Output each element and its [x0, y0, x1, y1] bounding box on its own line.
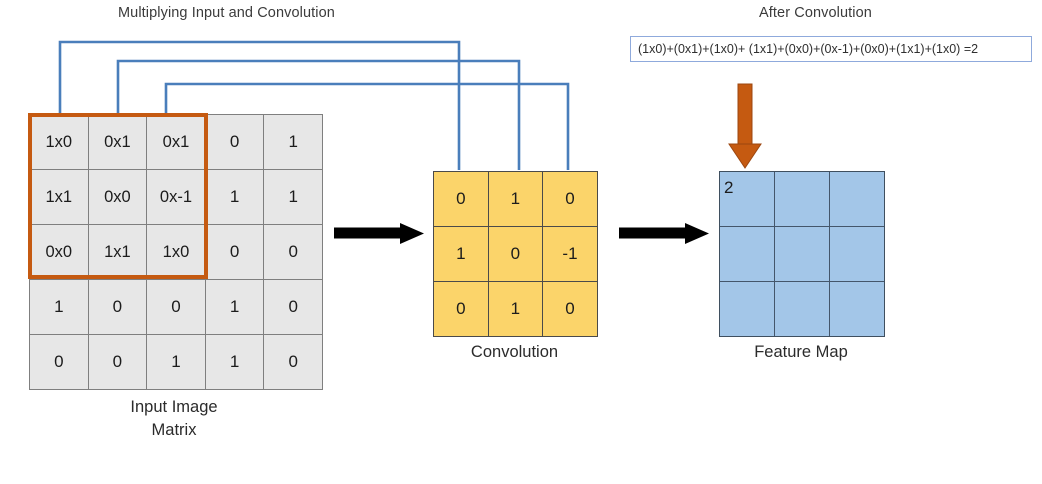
conv-cell-1-2: -1	[543, 227, 597, 281]
feature-cell-1-0	[720, 227, 774, 281]
input-cell-1-4: 1	[264, 170, 322, 224]
input-matrix-caption-line1: Input Image	[130, 398, 218, 416]
conv-cell-0-2: 0	[543, 172, 597, 226]
feature-map-caption: Feature Map	[754, 343, 848, 361]
input-cell-3-2: 0	[147, 280, 205, 334]
input-cell-1-0: 1x1	[30, 170, 88, 224]
input-cell-4-2: 1	[147, 335, 205, 389]
input-cell-2-4: 0	[264, 225, 322, 279]
feature-cell-0-1	[775, 172, 829, 226]
input-cell-3-4: 0	[264, 280, 322, 334]
connector-kernel-col2-to-input-cell-0-1	[116, 59, 521, 170]
conv-cell-2-1: 1	[488, 282, 543, 336]
result-down-arrow-icon	[728, 83, 762, 169]
flow-arrow-convolution-to-feature-map-icon	[619, 223, 709, 244]
feature-cell-0-0: 2	[720, 172, 774, 226]
input-cell-4-3: 1	[205, 335, 264, 389]
input-cell-4-4: 0	[264, 335, 322, 389]
input-cell-0-2: 0x1	[147, 115, 205, 169]
input-cell-2-0: 0x0	[30, 225, 88, 279]
input-cell-3-1: 0	[88, 280, 147, 334]
heading-multiplying-input-and-convolution: Multiplying Input and Convolution	[118, 5, 335, 21]
heading-after-convolution: After Convolution	[759, 5, 872, 21]
input-image-matrix: 1x0 0x1 0x1 0 1 1x1 0x0 0x-1 1 1 0x0 1x1…	[29, 114, 323, 390]
convolution-equation-text: (1x0)+(0x1)+(1x0)+ (1x1)+(0x0)+(0x-1)+(0…	[638, 42, 979, 56]
input-cell-4-1: 0	[88, 335, 147, 389]
input-cell-0-1: 0x1	[88, 115, 147, 169]
input-cell-1-3: 1	[205, 170, 264, 224]
conv-cell-1-1: 0	[488, 227, 543, 281]
conv-cell-2-2: 0	[543, 282, 597, 336]
convolution-equation-box: (1x0)+(0x1)+(1x0)+ (1x1)+(0x0)+(0x-1)+(0…	[630, 36, 1032, 62]
connector-kernel-col3-to-input-cell-0-2	[164, 82, 570, 170]
input-cell-0-4: 1	[264, 115, 322, 169]
feature-cell-0-2	[830, 172, 884, 226]
input-cell-0-0: 1x0	[30, 115, 88, 169]
input-matrix-caption-line2: Matrix	[151, 420, 197, 439]
feature-cell-1-1	[775, 227, 829, 281]
input-cell-3-0: 1	[30, 280, 88, 334]
input-cell-2-1: 1x1	[88, 225, 147, 279]
input-cell-1-1: 0x0	[88, 170, 147, 224]
feature-map-matrix: 2	[719, 171, 885, 337]
input-cell-1-2: 0x-1	[147, 170, 205, 224]
feature-cell-2-0	[720, 282, 774, 336]
input-cell-0-3: 0	[205, 115, 264, 169]
input-cell-4-0: 0	[30, 335, 88, 389]
conv-cell-2-0: 0	[434, 282, 488, 336]
input-matrix-caption: Input Image Matrix	[29, 396, 319, 442]
feature-cell-1-2	[830, 227, 884, 281]
feature-cell-2-2	[830, 282, 884, 336]
conv-cell-1-0: 1	[434, 227, 488, 281]
input-cell-2-2: 1x0	[147, 225, 205, 279]
convolution-kernel-matrix: 0 1 0 1 0 -1 0 1 0	[433, 171, 598, 337]
input-cell-3-3: 1	[205, 280, 264, 334]
feature-cell-2-1	[775, 282, 829, 336]
conv-cell-0-1: 1	[488, 172, 543, 226]
conv-cell-0-0: 0	[434, 172, 488, 226]
convolution-caption: Convolution	[470, 343, 559, 361]
input-cell-2-3: 0	[205, 225, 264, 279]
connector-kernel-col1-to-input-cell-0-0	[58, 40, 461, 170]
flow-arrow-input-to-convolution-icon	[334, 223, 424, 244]
